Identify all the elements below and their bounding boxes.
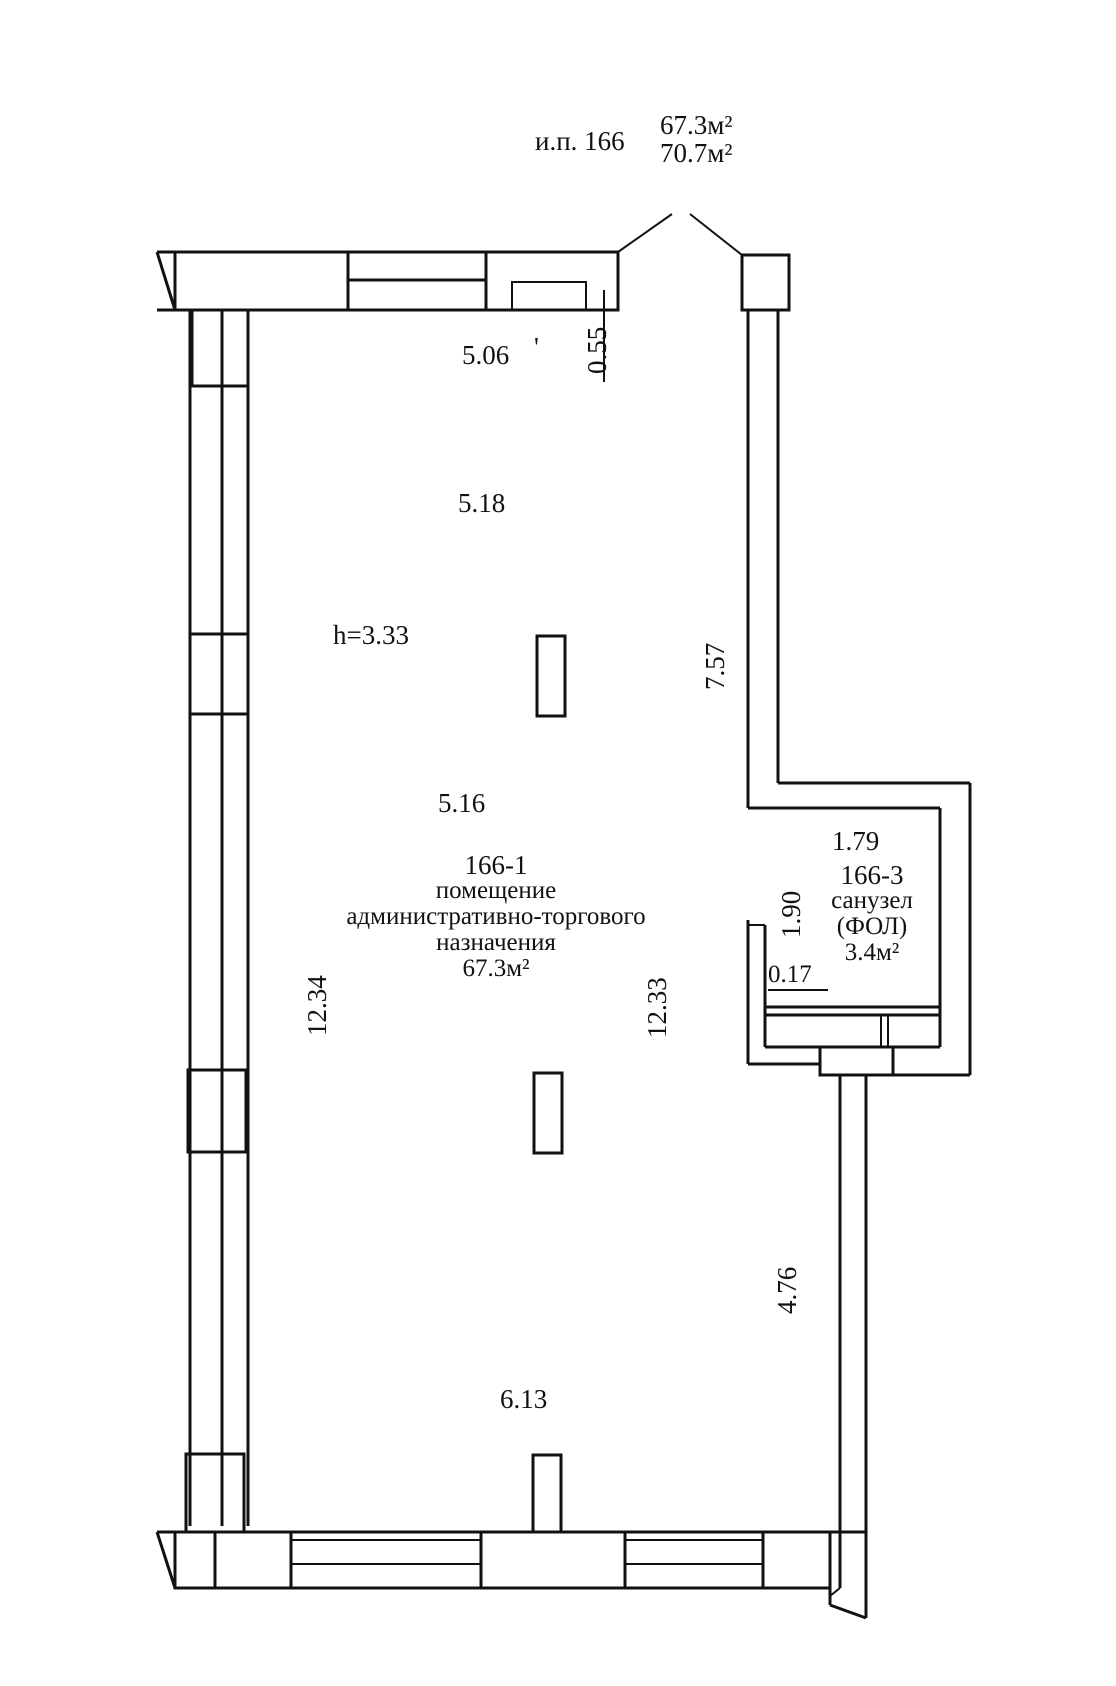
column-lower: [532, 1071, 564, 1155]
bottom-wall: [155, 1530, 867, 1620]
dim-right-wall-upper: 7.57: [700, 642, 730, 690]
dim-left-wall: 12.34: [302, 975, 332, 1036]
column-bottom-stub: [531, 1453, 563, 1534]
column-upper: [535, 634, 567, 718]
upper-right-pillar: [740, 253, 791, 312]
left-wall: [184, 308, 250, 1534]
room-wc-area: 3.4м²: [844, 939, 900, 966]
room-main-label: 166-1 помещение административно-торговог…: [346, 852, 645, 982]
room-main-number: 166-1: [464, 850, 528, 880]
top-wall: [155, 250, 620, 382]
room-main-line1: помещение: [435, 877, 557, 904]
room-wc-number: 166-3: [840, 860, 904, 890]
dim-ceiling-height: h=3.33: [333, 620, 409, 650]
dim-width-middle: 5.16: [438, 788, 486, 818]
wc-partition: [746, 920, 940, 1077]
room-wc-note: (ФОЛ): [836, 913, 908, 940]
room-main-area: 67.3м²: [462, 955, 530, 982]
dim-right-wall-bottom: 4.76: [772, 1266, 802, 1314]
wc-wall: 0.17: [768, 961, 812, 988]
right-wall-lower: [838, 1075, 868, 1618]
room-main-line3: назначения: [436, 929, 556, 956]
dim-width-upper: 5.18: [458, 488, 506, 518]
entrance-leaders: [617, 213, 743, 256]
wc-width: 1.79: [832, 826, 880, 856]
room-wc-name: санузел: [831, 887, 913, 914]
dim-width-bottom: 6.13: [500, 1384, 548, 1414]
room-wc-label: 166-3 санузел (ФОЛ) 3.4м²: [831, 862, 913, 966]
wc-height: 1.90: [776, 890, 806, 938]
dim-niche-depth: 0.55: [582, 326, 612, 374]
unit-label: и.п. 166: [535, 126, 625, 156]
dim-top-mark: ': [534, 332, 539, 362]
area-main: 67.3м²: [660, 110, 733, 140]
area-total: 70.7м²: [660, 138, 733, 168]
dim-right-wall-lower: 12.33: [642, 977, 672, 1038]
dim-top-width: 5.06: [462, 340, 510, 370]
room-main-line2: административно-торгового: [346, 903, 646, 930]
